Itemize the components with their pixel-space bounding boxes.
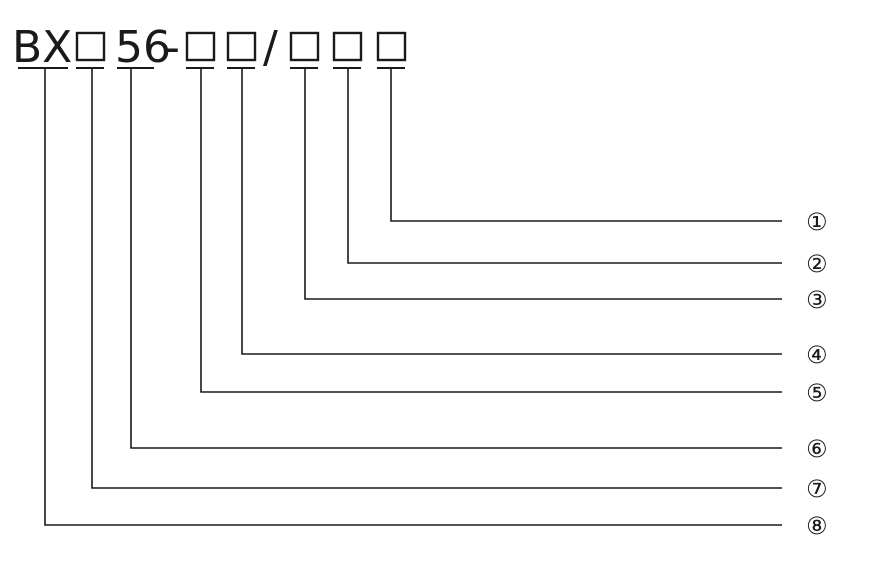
callout-4: ④ — [806, 341, 828, 369]
leader-line-5 — [200, 68, 782, 393]
prefix-text: BX — [12, 22, 72, 73]
slash-text: / — [263, 22, 278, 73]
callout-8: ⑧ — [806, 512, 828, 540]
callout-2: ② — [806, 250, 828, 278]
model-code: BX 56 - / — [12, 22, 407, 73]
leader-line-3 — [304, 68, 782, 300]
slot-box-1 — [376, 31, 407, 62]
callout-1: ① — [806, 208, 828, 236]
leader-line-2 — [347, 68, 782, 264]
dash-text: - — [164, 22, 180, 73]
callout-5: ⑤ — [806, 379, 828, 407]
callout-7: ⑦ — [806, 475, 828, 503]
leader-line-1 — [390, 68, 782, 222]
leader-line-7 — [91, 68, 782, 489]
slot-box-7 — [75, 31, 106, 62]
leader-lines — [44, 68, 782, 526]
slot-box-3 — [289, 31, 320, 62]
leader-line-6 — [130, 68, 782, 449]
callout-3: ③ — [806, 286, 828, 314]
slot-box-2 — [332, 31, 363, 62]
leader-line-4 — [241, 68, 782, 355]
slot-box-5 — [185, 31, 216, 62]
callout-6: ⑥ — [806, 435, 828, 463]
callout-labels: ① ② ③ ④ ⑤ ⑥ ⑦ ⑧ — [806, 208, 828, 540]
series-text: 56 — [115, 22, 171, 73]
slot-box-4 — [226, 31, 257, 62]
leader-line-8 — [44, 68, 782, 526]
